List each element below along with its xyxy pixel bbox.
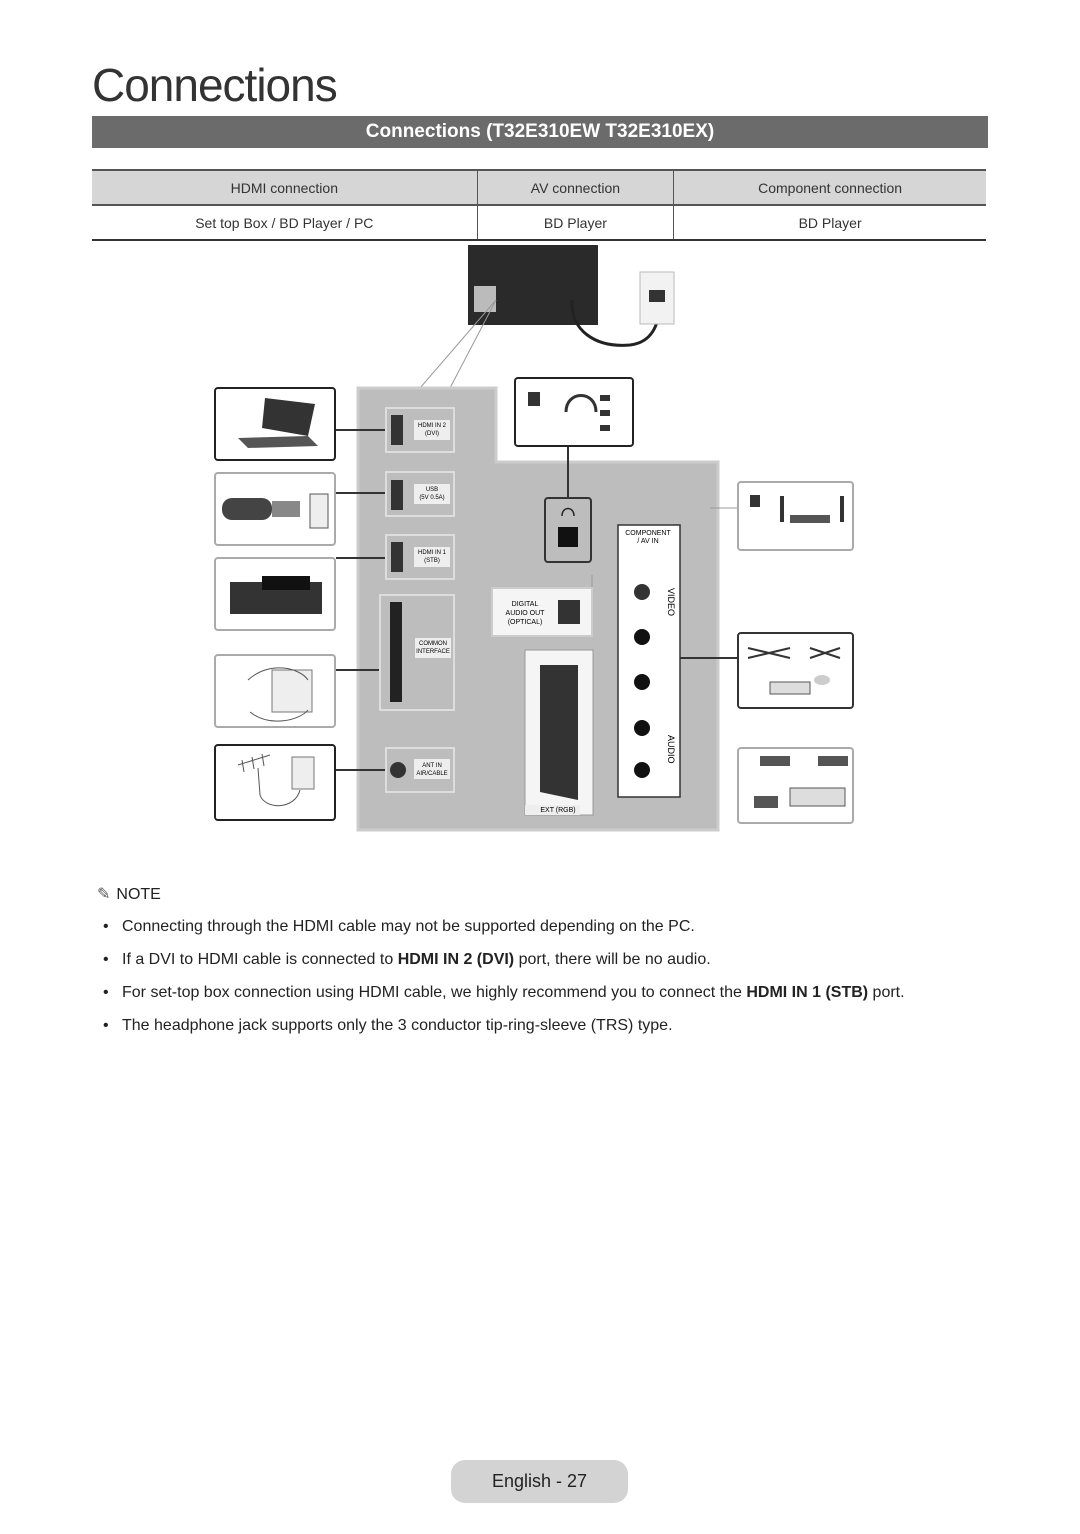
- usb-port: USB (5V 0.5A): [385, 471, 455, 517]
- port-label: (STB): [424, 558, 440, 564]
- page-title: Connections: [92, 59, 338, 111]
- note-text: If a DVI to HDMI cable is connected to: [122, 951, 398, 968]
- note-item: For set-top box connection using HDMI ca…: [103, 982, 1003, 1015]
- scart-bd-player-icon: [737, 747, 854, 824]
- table-header-cell: Component connection: [673, 169, 986, 206]
- port-label: (DVI): [425, 431, 439, 437]
- port-label: AIR/CABLE: [416, 771, 447, 777]
- common-interface-slot: COMMON INTERFACE: [379, 594, 455, 711]
- home-theater-device-icon: [737, 481, 854, 551]
- set-top-box-icon: [214, 557, 336, 631]
- port-label: EXT (RGB): [540, 807, 575, 814]
- hdmi1-port: HDMI IN 1 (STB): [385, 534, 455, 580]
- antenna-port: ANT IN AIR/CABLE: [385, 747, 455, 793]
- note-text: HDMI IN 1 (STB): [746, 984, 869, 1001]
- note-text: For set-top box connection using HDMI ca…: [122, 984, 747, 1001]
- hdmi2-port: HDMI IN 2 (DVI): [385, 407, 455, 453]
- table-cell: BD Player: [476, 205, 674, 241]
- port-label: / AV IN: [637, 538, 658, 545]
- table-row: Set top Box / BD Player / PC BD Player B…: [92, 205, 986, 241]
- note-text: HDMI IN 2 (DVI): [397, 951, 515, 968]
- port-label: VIDEO: [666, 588, 676, 616]
- table-cell: Set top Box / BD Player / PC: [92, 205, 478, 241]
- section-title: Connections (T32E310EW T32E310EX): [92, 116, 988, 148]
- port-label: DIGITAL: [512, 601, 539, 608]
- note-item: If a DVI to HDMI cable is connected to H…: [103, 949, 1003, 982]
- note-heading: ✎ NOTE: [97, 884, 161, 904]
- component-av-in-panel: COMPONENT / AV IN VIDEO AUDIO: [617, 524, 681, 798]
- usb-drive-icon: [214, 472, 336, 546]
- scart-port: EXT (RGB): [524, 649, 594, 816]
- antenna-icon: [214, 744, 336, 821]
- note-text: port.: [868, 984, 905, 1001]
- port-label: INTERFACE: [416, 649, 450, 655]
- port-label: HDMI IN 1: [418, 550, 447, 556]
- port-label: HDMI IN 2: [418, 423, 447, 429]
- note-text: The headphone jack supports only the 3 c…: [122, 1017, 673, 1034]
- laptop-device-icon: [214, 387, 336, 461]
- port-label: (OPTICAL): [508, 619, 543, 626]
- note-title: NOTE: [116, 886, 161, 903]
- port-label: (5V 0.5A): [419, 495, 444, 501]
- port-label: COMMON: [419, 641, 447, 647]
- note-text: port, there will be no audio.: [514, 951, 711, 968]
- connection-diagram: HDMI IN 2 (DVI) USB (5V 0.5A) HDMI IN 1 …: [214, 245, 854, 832]
- port-label: ANT IN: [422, 763, 442, 769]
- page-number-badge: English - 27: [451, 1460, 628, 1503]
- port-label: USB: [426, 487, 438, 493]
- tv-back-illustration: [419, 245, 662, 389]
- pencil-icon: ✎: [97, 886, 111, 903]
- table-header-cell: AV connection: [476, 169, 674, 206]
- table-cell: BD Player: [673, 205, 986, 241]
- optical-audio-port: DIGITAL AUDIO OUT (OPTICAL): [491, 587, 593, 637]
- port-label: AUDIO OUT: [506, 610, 546, 617]
- table-header-cell: HDMI connection: [92, 169, 478, 206]
- note-text: Connecting through the HDMI cable may no…: [122, 918, 695, 935]
- wall-outlet-icon: [639, 271, 675, 325]
- note-item: The headphone jack supports only the 3 c…: [103, 1015, 1003, 1048]
- table-header-row: HDMI connection AV connection Component …: [92, 169, 986, 206]
- ci-card-icon: [214, 654, 336, 728]
- headphone-device-icon: [514, 377, 634, 447]
- headphone-jack: [544, 497, 592, 563]
- port-label: AUDIO: [666, 735, 676, 764]
- note-item: Connecting through the HDMI cable may no…: [103, 916, 1003, 949]
- component-bd-player-icon: [737, 632, 854, 709]
- note-list: Connecting through the HDMI cable may no…: [103, 916, 1003, 1048]
- port-label: COMPONENT: [625, 530, 671, 537]
- connection-table: HDMI connection AV connection Component …: [92, 169, 986, 241]
